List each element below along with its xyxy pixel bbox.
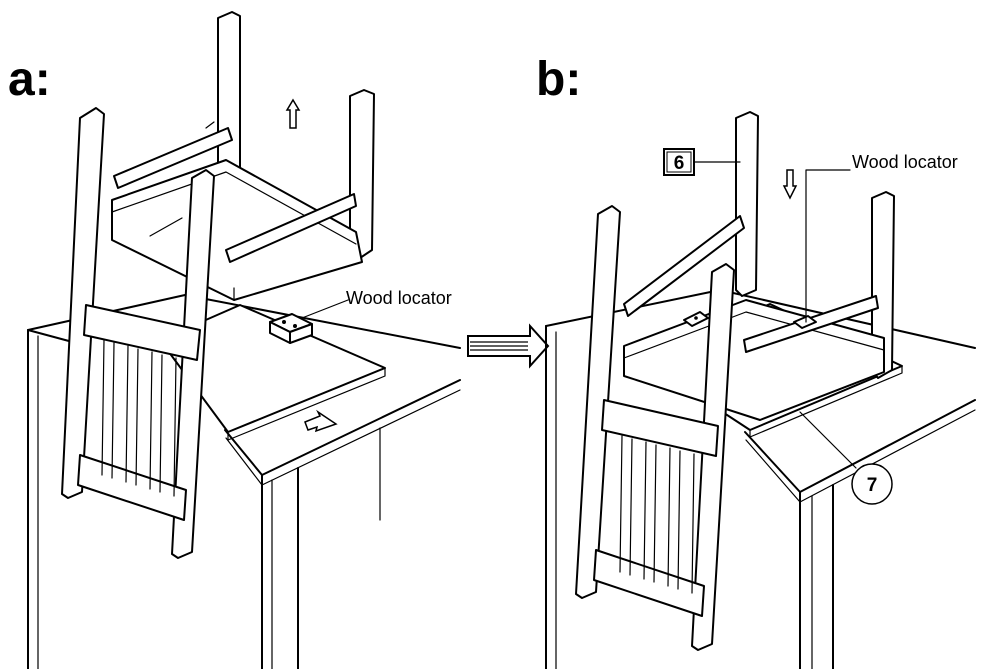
- panel-b: b:: [536, 53, 976, 669]
- part-7-circle: 7: [799, 411, 893, 505]
- wood-locator-a: [269, 313, 313, 344]
- chair-frame-b: [623, 111, 895, 421]
- transition-arrow-icon: [467, 323, 550, 369]
- step-label-b: b:: [536, 53, 581, 106]
- wood-locator-label-b: Wood locator: [852, 152, 958, 172]
- push-arrow-icon: [304, 409, 338, 433]
- down-arrow-icon: [782, 169, 798, 200]
- part-6-box: 6: [663, 148, 741, 176]
- callout-leader-a: [301, 299, 349, 319]
- part-7-label: 7: [867, 475, 878, 496]
- step-label-a: a:: [8, 53, 51, 106]
- part-6-label: 6: [674, 153, 685, 174]
- wood-locator-label-a: Wood locator: [346, 288, 452, 308]
- seat-board-a: [159, 304, 386, 441]
- chair-back-b: [575, 205, 735, 651]
- callout-leader-b: [805, 169, 851, 323]
- chair-back-a: [61, 107, 215, 559]
- up-arrow-icon: [285, 98, 301, 129]
- table-a: [27, 294, 461, 669]
- chair-frame-a: [111, 11, 375, 301]
- panel-a: a: Wood locator: [8, 11, 461, 669]
